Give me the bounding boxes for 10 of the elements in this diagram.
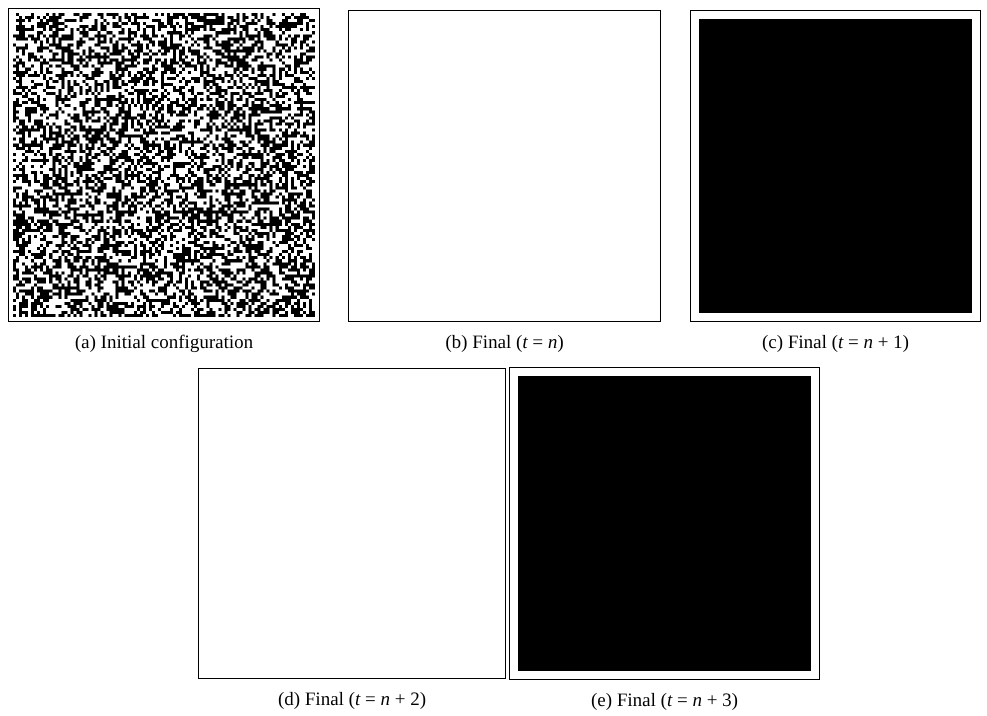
- figure-caption: (c) Final (t = n + 1): [762, 332, 910, 353]
- grid-panel: [8, 8, 320, 322]
- figure-caption: (b) Final (t = n): [445, 332, 564, 353]
- grid-panel: [348, 10, 661, 322]
- figure-caption: (a) Initial configuration: [74, 332, 254, 353]
- figure-caption: (d) Final (t = n + 2): [278, 689, 426, 710]
- grid-panel: [509, 367, 820, 680]
- figure-caption: (e) Final (t = n + 3): [590, 690, 738, 711]
- grid-panel: [690, 10, 981, 322]
- grid-panel: [198, 368, 506, 679]
